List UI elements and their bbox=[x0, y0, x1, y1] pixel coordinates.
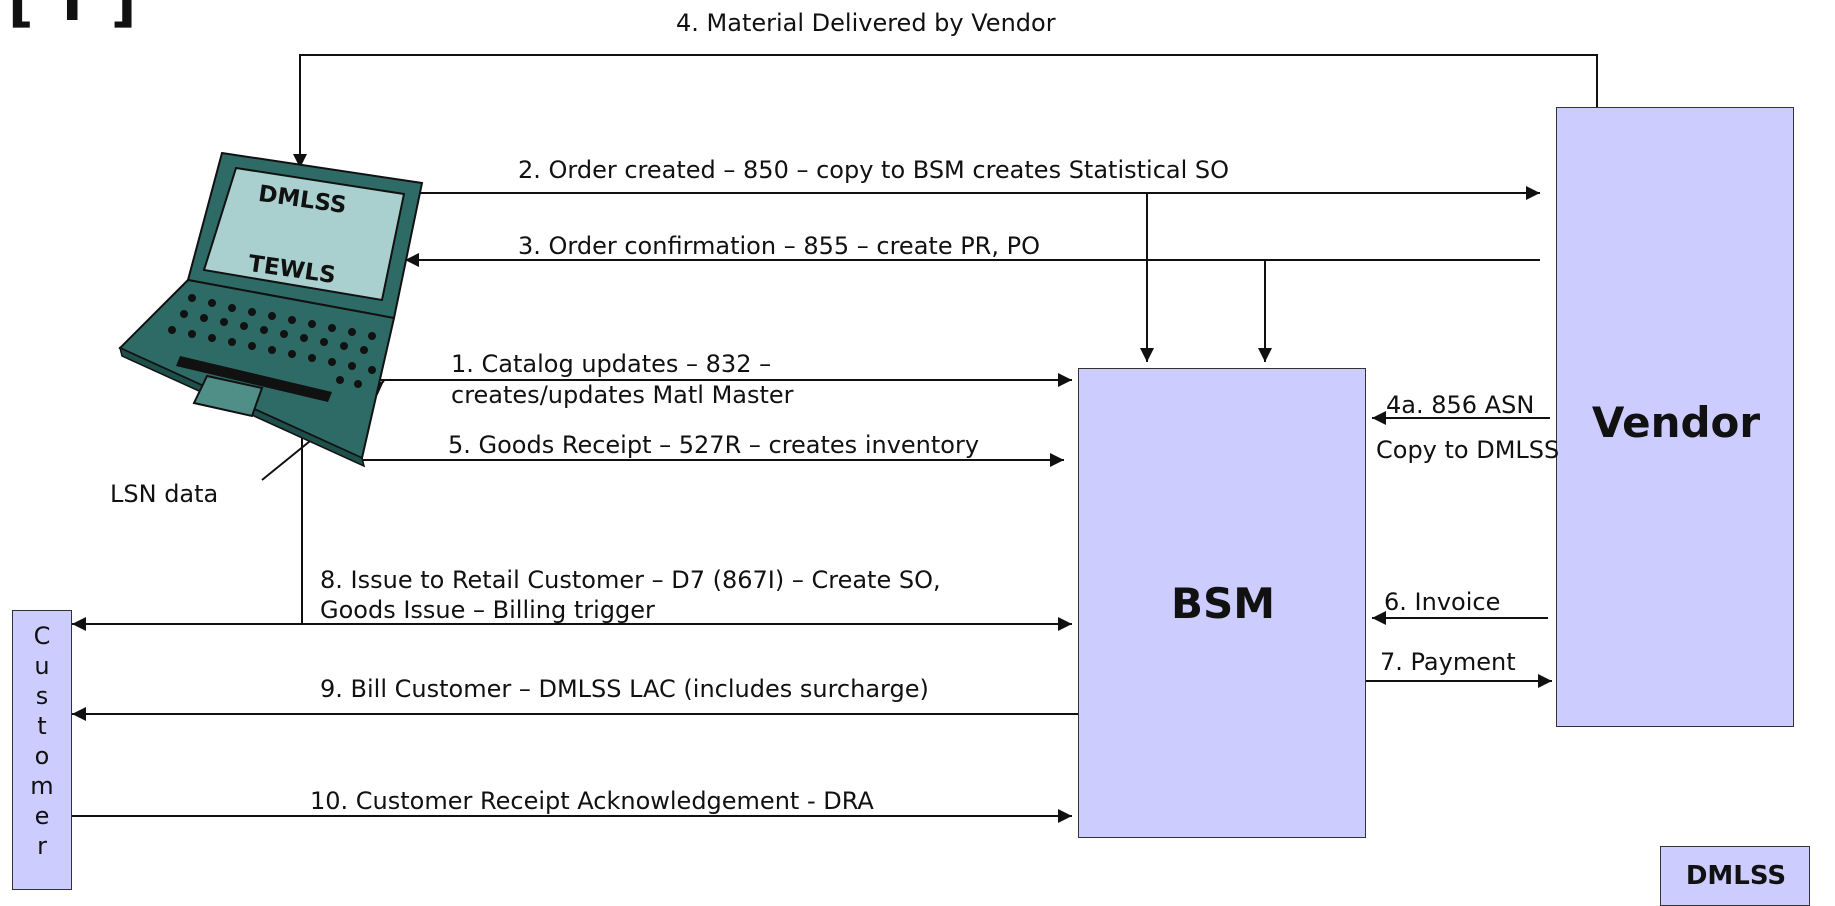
flow4a-label-line2: Copy to DMLSS bbox=[1376, 436, 1560, 464]
laptop-keyboard bbox=[168, 294, 376, 388]
flow7-label: 7. Payment bbox=[1380, 648, 1516, 676]
flow6-label: 6. Invoice bbox=[1384, 588, 1501, 616]
flow4a-label-line1: 4a. 856 ASN bbox=[1386, 391, 1535, 419]
laptop-touchpad bbox=[192, 374, 264, 418]
flow8-label-line2: Goods Issue – Billing trigger bbox=[320, 596, 655, 624]
customer-letter: o bbox=[34, 742, 50, 770]
customer-letter: r bbox=[37, 832, 47, 860]
vendor-label: Vendor bbox=[1591, 398, 1761, 447]
corner-bracket-glyph: [ T ] bbox=[8, 0, 137, 34]
connectors bbox=[72, 54, 1598, 823]
bsm-box: BSM bbox=[1078, 368, 1366, 838]
customer-letter: s bbox=[35, 682, 49, 710]
flow5-label: 5. Goods Receipt – 527R – creates invent… bbox=[448, 431, 980, 459]
customer-box: C u s t o m e r bbox=[12, 610, 72, 890]
laptop-icon bbox=[118, 151, 424, 468]
laptop-screen bbox=[202, 166, 406, 302]
customer-letter: m bbox=[30, 772, 54, 800]
customer-letter: u bbox=[34, 652, 50, 680]
flow4-label: 4. Material Delivered by Vendor bbox=[676, 9, 1056, 37]
flow1-label-line1: 1. Catalog updates – 832 – bbox=[451, 350, 772, 378]
flow10-label: 10. Customer Receipt Acknowledgement - D… bbox=[310, 787, 874, 815]
laptop-spacebar bbox=[176, 356, 332, 402]
customer-letter: C bbox=[33, 622, 51, 650]
customer-letter: e bbox=[34, 802, 50, 830]
flow2-label: 2. Order created – 850 – copy to BSM cre… bbox=[518, 156, 1230, 184]
bsm-label: BSM bbox=[1170, 579, 1276, 628]
customer-letter: t bbox=[37, 712, 47, 740]
lsn-label: LSN data bbox=[110, 480, 219, 508]
flow8-label-line1: 8. Issue to Retail Customer – D7 (867I) … bbox=[320, 566, 941, 594]
flow1-label-line2: creates/updates Matl Master bbox=[451, 381, 794, 409]
vendor-box: Vendor bbox=[1556, 107, 1794, 727]
flow4-connector bbox=[293, 54, 1598, 168]
process-flow-diagram: [ T ] BSM Vendor C u s t o m e r DMLSS bbox=[8, 0, 1810, 906]
flow3-label: 3. Order confirmation – 855 – create PR,… bbox=[518, 232, 1040, 260]
flow9-label: 9. Bill Customer – DMLSS LAC (includes s… bbox=[320, 675, 929, 703]
